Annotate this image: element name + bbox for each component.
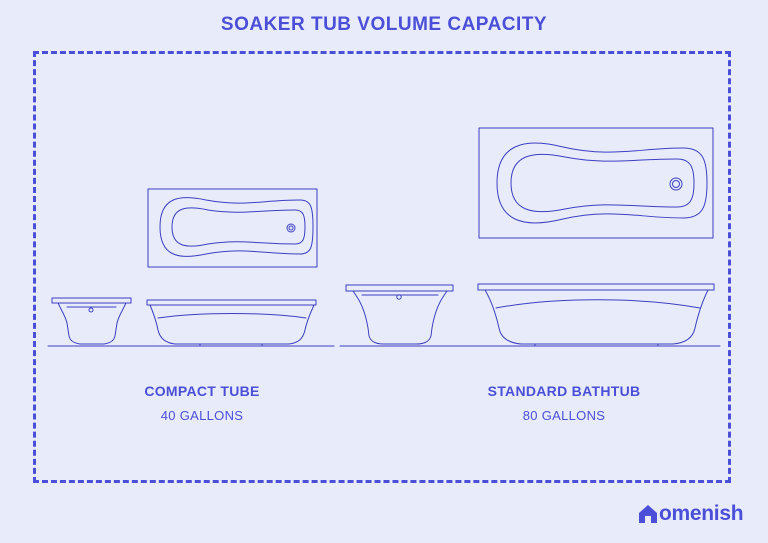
- compact-tub-end-view: [51, 297, 132, 345]
- house-h-icon: [639, 505, 657, 523]
- standard-tub-side-view: [477, 283, 715, 347]
- standard-tub-caption: STANDARD BATHTUB 80 GALLONS: [464, 383, 664, 423]
- homenish-logo: omenish: [638, 502, 744, 526]
- compact-tub-top-view: [147, 188, 318, 268]
- dashed-frame: [33, 51, 731, 483]
- compact-tub-volume: 40 GALLONS: [160, 408, 244, 423]
- compact-tub-side-view: [146, 299, 317, 347]
- compact-tub-name: COMPACT TUBE: [144, 383, 260, 399]
- standard-tub-top-view: [478, 127, 714, 239]
- logo-text: omenish: [659, 502, 744, 525]
- standard-tub-end-view: [345, 284, 454, 345]
- standard-tub-name: STANDARD BATHTUB: [487, 383, 641, 399]
- compact-tub-caption: COMPACT TUBE 40 GALLONS: [112, 383, 292, 423]
- standard-tub-volume: 80 GALLONS: [522, 408, 606, 423]
- page-title: SOAKER TUB VOLUME CAPACITY: [220, 14, 548, 35]
